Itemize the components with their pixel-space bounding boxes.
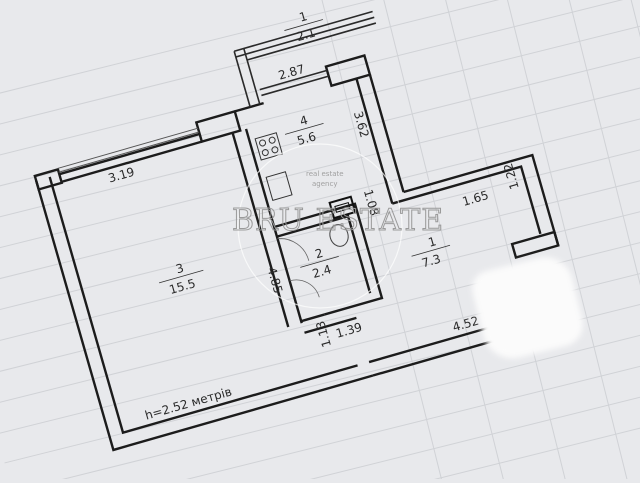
room1-number: 1 <box>298 9 309 25</box>
dim-door-width: 1.13 <box>313 319 334 349</box>
window-room3 <box>57 127 200 173</box>
hall-number: 1 <box>427 234 438 250</box>
door-arcs <box>277 238 320 298</box>
room3-number: 3 <box>174 261 185 277</box>
balcony-outline <box>233 10 377 108</box>
watermark-brand: BRU ESTATE <box>232 203 444 238</box>
room2-number: 2 <box>313 246 324 262</box>
room-labels: 1 2.1 4 5.6 3 15.5 2 2.4 1 7.3 <box>159 9 451 297</box>
dim-hall-top: 1.65 <box>461 188 491 209</box>
walls <box>33 54 560 452</box>
sink-icon <box>265 171 293 201</box>
watermark-tagline-bottom: agency <box>312 180 337 188</box>
toilet-icon <box>329 224 349 247</box>
dim-hall-side: 1.22 <box>501 162 522 192</box>
room2-area: 2.4 <box>311 262 333 281</box>
room4-number: 4 <box>298 113 309 129</box>
watermark-tagline-top: real estate <box>306 170 344 178</box>
stove-icon <box>254 132 283 161</box>
dim-kitchen-depth: 3.62 <box>351 110 372 140</box>
room4-area: 5.6 <box>296 129 318 148</box>
hall-area: 7.3 <box>420 252 442 271</box>
watermark: real estate agency BRU ESTATE <box>232 143 444 309</box>
boiler-icon <box>328 195 357 220</box>
room1-area: 2.1 <box>295 25 317 44</box>
